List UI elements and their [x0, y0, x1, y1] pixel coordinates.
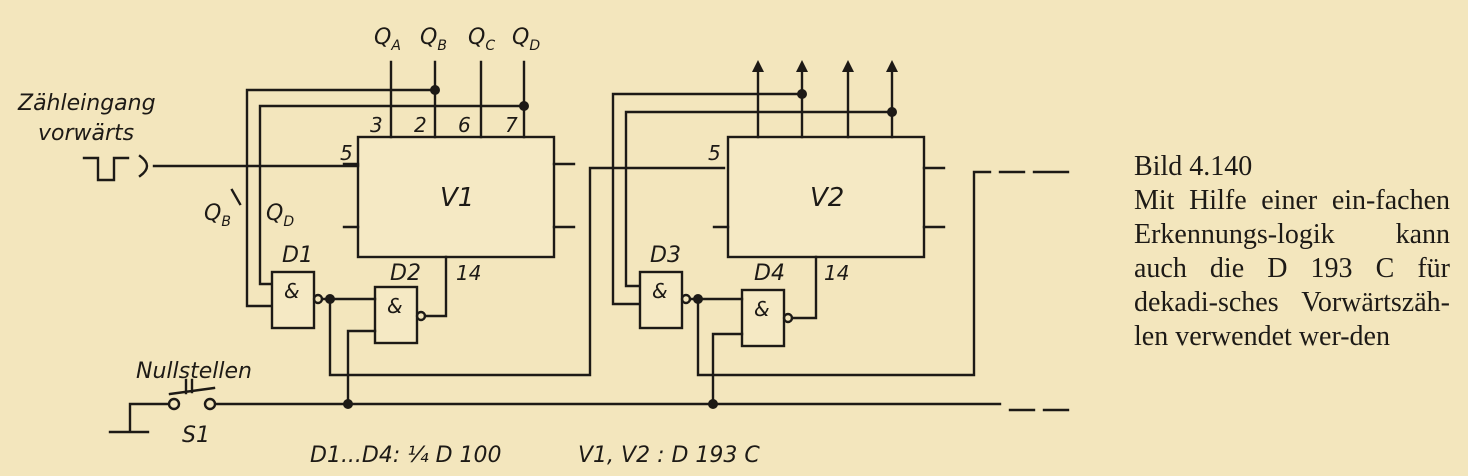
gate-d4 [740, 288, 786, 348]
switch-s1 [168, 378, 216, 396]
gate-d2-symbol: & [387, 294, 403, 318]
input-label-line2: vorwärts [38, 121, 134, 146]
v2-pin-14: 14 [824, 261, 849, 285]
feedback-line-qd [258, 104, 526, 286]
v1-pin-6: 6 [458, 113, 471, 137]
counter-v2-label: V2 [810, 183, 844, 213]
gate-d1-symbol: & [284, 279, 300, 303]
feedback-label-qb: QB [204, 201, 231, 230]
gate-d1 [270, 270, 316, 330]
switch-contact-left [167, 397, 181, 411]
gate-d2-label: D2 [390, 261, 421, 286]
v1-pin-14: 14 [456, 261, 481, 285]
v1-pin-3: 3 [370, 113, 383, 137]
figure-caption: Bild 4.140 Mit Hilfe einer ein-fachen Er… [1134, 150, 1450, 354]
parts-note-gates: D1...D4: ¼ D 100 [310, 443, 502, 468]
feedback-label-qd: QD [266, 201, 294, 230]
figure-caption-text: Mit Hilfe einer ein-fachen Erkennungs-lo… [1134, 185, 1450, 352]
gate-d4-label: D4 [754, 261, 785, 286]
v1-pin-7: 7 [505, 113, 518, 137]
v1-pin-5: 5 [340, 141, 353, 165]
figure-number: Bild 4.140 [1134, 151, 1253, 182]
v1-pin-2: 2 [414, 113, 427, 137]
input-connector [138, 154, 149, 178]
v2-pin-5: 5 [708, 141, 721, 165]
counter-v2 [726, 135, 926, 259]
ground-symbol [108, 402, 170, 434]
counter-v1-label: V1 [440, 183, 474, 213]
switch-label: S1 [182, 423, 210, 448]
feedback-line-qb [245, 88, 437, 308]
counter-v1 [356, 135, 556, 259]
label-qa: QA [374, 25, 401, 54]
label-qd: QD [512, 25, 540, 54]
gate-d2 [373, 285, 419, 345]
reset-label: Nullstellen [136, 359, 252, 384]
parts-note-counters: V1, V2 : D 193 C [578, 443, 760, 468]
label-qb: QB [420, 25, 447, 54]
gate-d3-symbol: & [652, 279, 668, 303]
gate-d3-label: D3 [650, 243, 681, 268]
gate-d3 [638, 270, 684, 330]
gate-d1-label: D1 [282, 243, 313, 268]
label-qc: QC [468, 25, 495, 54]
input-label-line1: Zähleingang [17, 91, 156, 116]
switch-contact-right [203, 397, 217, 411]
gate-d4-symbol: & [754, 297, 770, 321]
clock-pulse-symbol [82, 156, 130, 182]
